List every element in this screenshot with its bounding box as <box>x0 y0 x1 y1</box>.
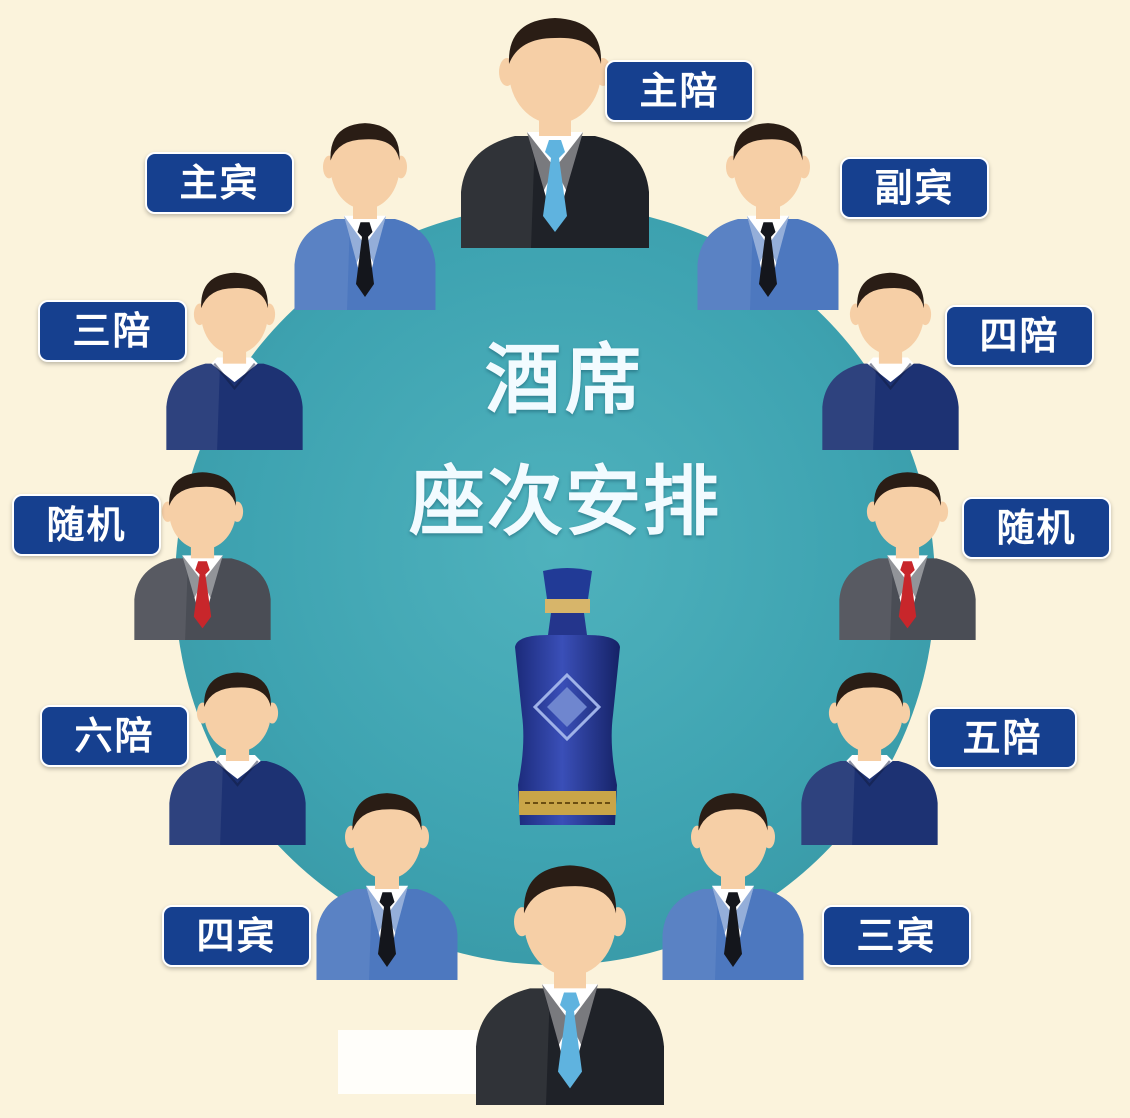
seat-random-right <box>835 465 980 640</box>
diagram-title-line2: 座次安排 <box>409 457 721 546</box>
seat-guest-deputy <box>693 115 843 310</box>
seat-third-guest <box>658 785 808 980</box>
image-patch <box>338 1030 478 1094</box>
seat-fourth-guest <box>312 785 462 980</box>
seat-fourth-host <box>818 265 963 450</box>
businessman-icon <box>801 672 938 845</box>
seat-label-fourth-host: 四陪 <box>945 305 1094 367</box>
businessman-icon <box>316 793 458 980</box>
seat-label-guest-deputy: 副宾 <box>840 157 989 219</box>
businessman-icon <box>839 472 976 640</box>
seat-label-third-guest: 三宾 <box>822 905 971 967</box>
businessman-icon <box>294 123 436 310</box>
diagram-title-line1: 酒席 <box>485 335 645 424</box>
liquor-bottle-icon <box>515 568 620 825</box>
seat-label-guest-main: 主宾 <box>145 152 294 214</box>
businessman-icon <box>697 123 839 310</box>
seat-random-left <box>130 465 275 640</box>
seat-label-third-host: 三陪 <box>38 300 187 362</box>
seat-sixth-host <box>165 665 310 845</box>
seat-deputy-host <box>470 855 670 1105</box>
businessman-icon <box>662 793 804 980</box>
businessman-icon <box>166 272 303 450</box>
seat-label-sixth-host: 六陪 <box>40 705 189 767</box>
businessman-icon <box>461 18 649 248</box>
businessman-icon <box>169 672 306 845</box>
seat-label-fifth-host: 五陪 <box>928 707 1077 769</box>
seat-fifth-host <box>797 665 942 845</box>
seat-guest-main <box>290 115 440 310</box>
seat-third-host <box>162 265 307 450</box>
seat-label-host: 主陪 <box>605 60 754 122</box>
seat-host <box>455 8 655 248</box>
seat-label-fourth-guest: 四宾 <box>162 905 311 967</box>
businessman-icon <box>822 272 959 450</box>
seat-label-random-right: 随机 <box>962 497 1111 559</box>
businessman-icon <box>476 865 664 1105</box>
seat-label-random-left: 随机 <box>12 494 161 556</box>
businessman-icon <box>134 472 271 640</box>
